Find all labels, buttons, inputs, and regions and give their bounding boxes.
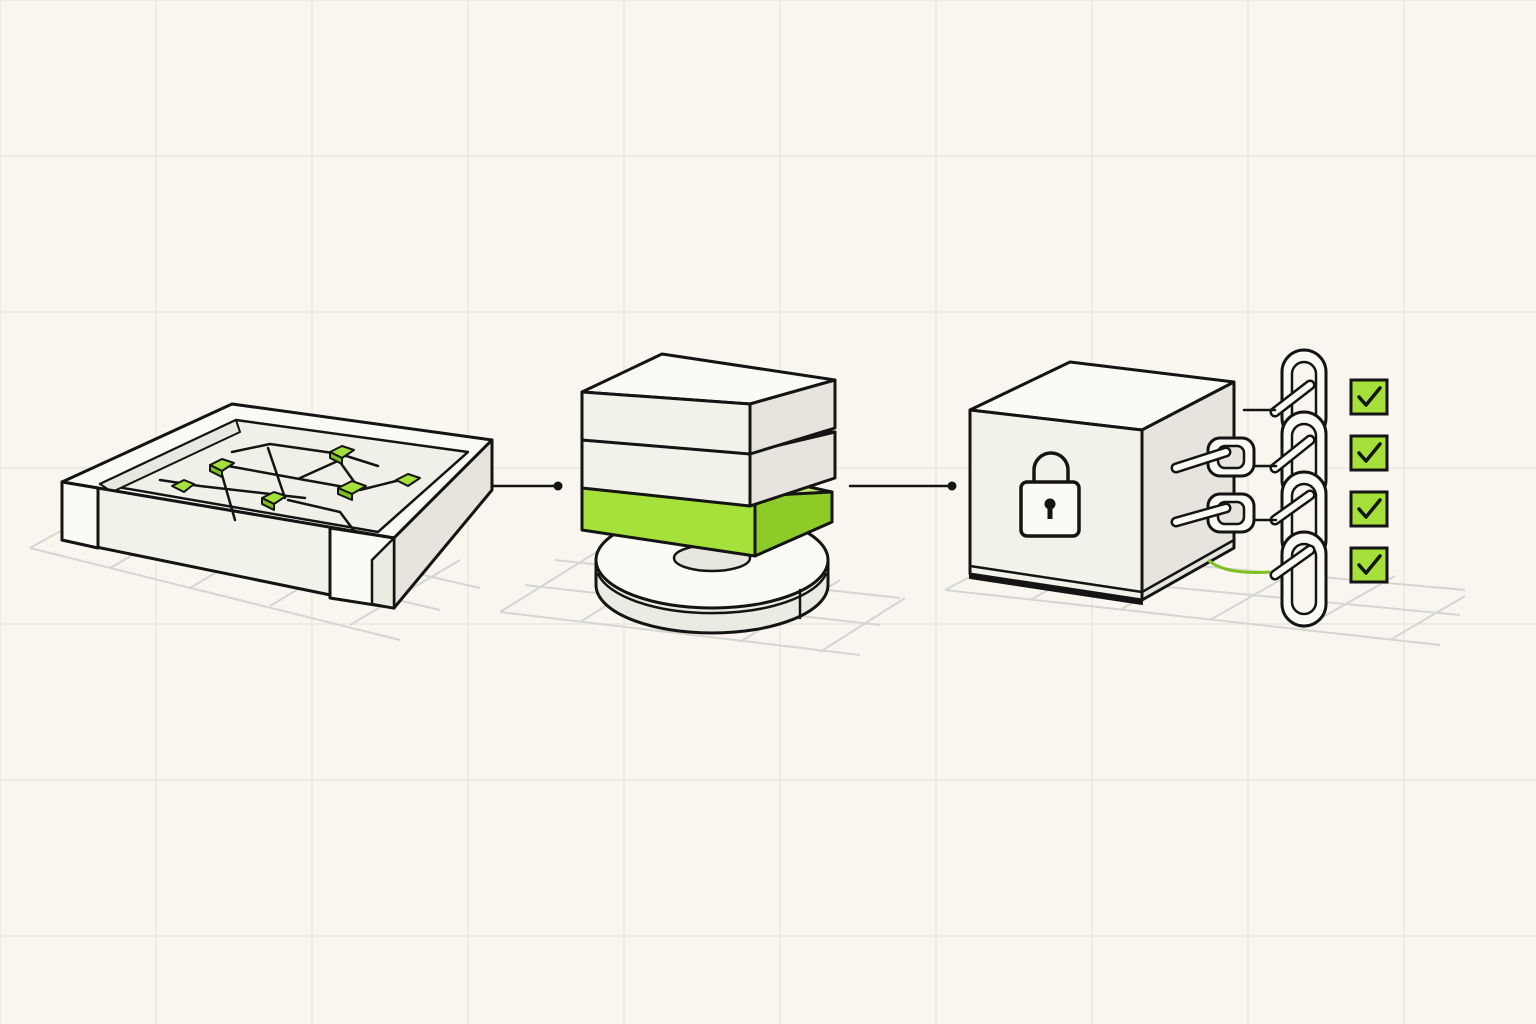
locked-vault-box-icon	[968, 360, 1271, 605]
checklist	[1349, 378, 1389, 584]
checkmark-icon	[1349, 378, 1389, 416]
top-layer	[580, 352, 837, 456]
checkmark-icon	[1349, 490, 1389, 528]
connector-stack-to-vault	[848, 481, 957, 491]
component-tray-icon	[60, 402, 494, 610]
layered-storage-stack-icon	[580, 352, 837, 635]
circuit-chips	[171, 445, 421, 511]
padlock-icon	[1019, 451, 1081, 538]
checkmark-icon	[1349, 434, 1389, 472]
chain-links-icon	[1170, 348, 1328, 628]
connector-tray-to-stack	[486, 481, 563, 491]
checkmark-icon	[1349, 546, 1389, 584]
